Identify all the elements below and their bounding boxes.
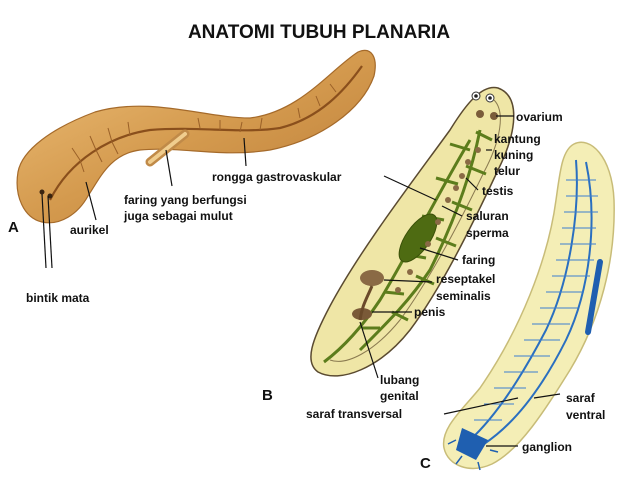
- label-reseptakel-1: reseptakel: [436, 272, 495, 286]
- planaria-nervous: C saraf transversal saraf ventral gangli…: [306, 141, 615, 472]
- label-penis: penis: [414, 305, 446, 319]
- label-faring-mulut-2: juga sebagai mulut: [123, 209, 233, 223]
- label-ganglion: ganglion: [522, 440, 572, 454]
- planaria-b-inner-line: [329, 99, 501, 362]
- leader-rongga-b: [383, 175, 437, 201]
- planaria-a-gut-branches: [71, 83, 337, 173]
- planaria-c-body: [442, 141, 615, 470]
- planaria-a-body: [16, 49, 376, 224]
- leader-saraf-transversal: [443, 397, 519, 415]
- label-kantung-3: telur: [494, 164, 520, 178]
- leader-aurikel: [85, 181, 97, 221]
- label-testis: testis: [482, 184, 514, 198]
- genital-duct: [358, 285, 374, 321]
- label-faring: faring: [462, 253, 495, 267]
- label-kantung-2: kuning: [494, 148, 533, 162]
- label-saraf-transversal: saraf transversal: [306, 407, 402, 421]
- leader-lubang: [359, 321, 379, 379]
- label-saluran-1: saluran: [466, 209, 509, 223]
- label-saraf-ventral-1: saraf: [566, 391, 596, 405]
- label-lubang-1: lubang: [380, 373, 419, 387]
- label-faring-mulut-1: faring yang berfungsi: [124, 193, 247, 207]
- panel-label-a: A: [8, 219, 19, 236]
- ovary-left: [476, 110, 484, 118]
- leader-bintik-1: [41, 193, 47, 269]
- leader-faring-b: [419, 247, 459, 261]
- leader-testis: [465, 177, 479, 191]
- panel-label-c: C: [420, 455, 431, 472]
- leader-saraf-ventral: [533, 393, 561, 399]
- label-rongga-gastrovaskular: rongga gastrovaskular: [212, 170, 342, 184]
- transverse-nerves: [474, 179, 598, 421]
- leader-saluran: [441, 205, 463, 217]
- planaria-reproductive: B ovarium kantung kuning telur testis sa…: [262, 86, 563, 404]
- label-ovarium: ovarium: [516, 110, 563, 124]
- ganglion-nerves: [447, 439, 499, 471]
- leader-bintik-2: [47, 195, 53, 269]
- label-bintik-mata: bintik mata: [26, 291, 90, 305]
- label-saraf-ventral-2: ventral: [566, 408, 605, 422]
- label-aurikel: aurikel: [70, 223, 109, 237]
- testes: [395, 147, 481, 293]
- panel-label-b: B: [262, 387, 273, 404]
- ventral-nerve-highlight: [585, 259, 603, 335]
- seminal-receptacle: [360, 270, 384, 286]
- leader-faring-a: [165, 149, 173, 187]
- label-lubang-2: genital: [380, 389, 419, 403]
- leader-reseptakel: [383, 279, 433, 283]
- eyespot-b-left-pupil: [474, 94, 478, 98]
- label-saluran-2: sperma: [466, 226, 509, 240]
- label-reseptakel-2: seminalis: [436, 289, 491, 303]
- label-kantung-1: kantung: [494, 132, 541, 146]
- planaria-a-gut: [49, 65, 363, 201]
- ventral-nerve-left: [469, 159, 578, 441]
- ventral-nerve-right: [483, 161, 593, 445]
- ganglion-shape: [456, 428, 488, 460]
- eyespot-b-right-pupil: [488, 96, 492, 100]
- planaria-external: A bintik mata aurikel faring yang berfun…: [8, 49, 376, 305]
- eyespot-right: [47, 193, 53, 199]
- pharynx-tube-highlight: [148, 132, 187, 164]
- ovary-right: [490, 112, 498, 120]
- leader-rongga: [243, 137, 247, 167]
- eyespot-left: [39, 189, 45, 195]
- page-title: ANATOMI TUBUH PLANARIA: [188, 22, 450, 43]
